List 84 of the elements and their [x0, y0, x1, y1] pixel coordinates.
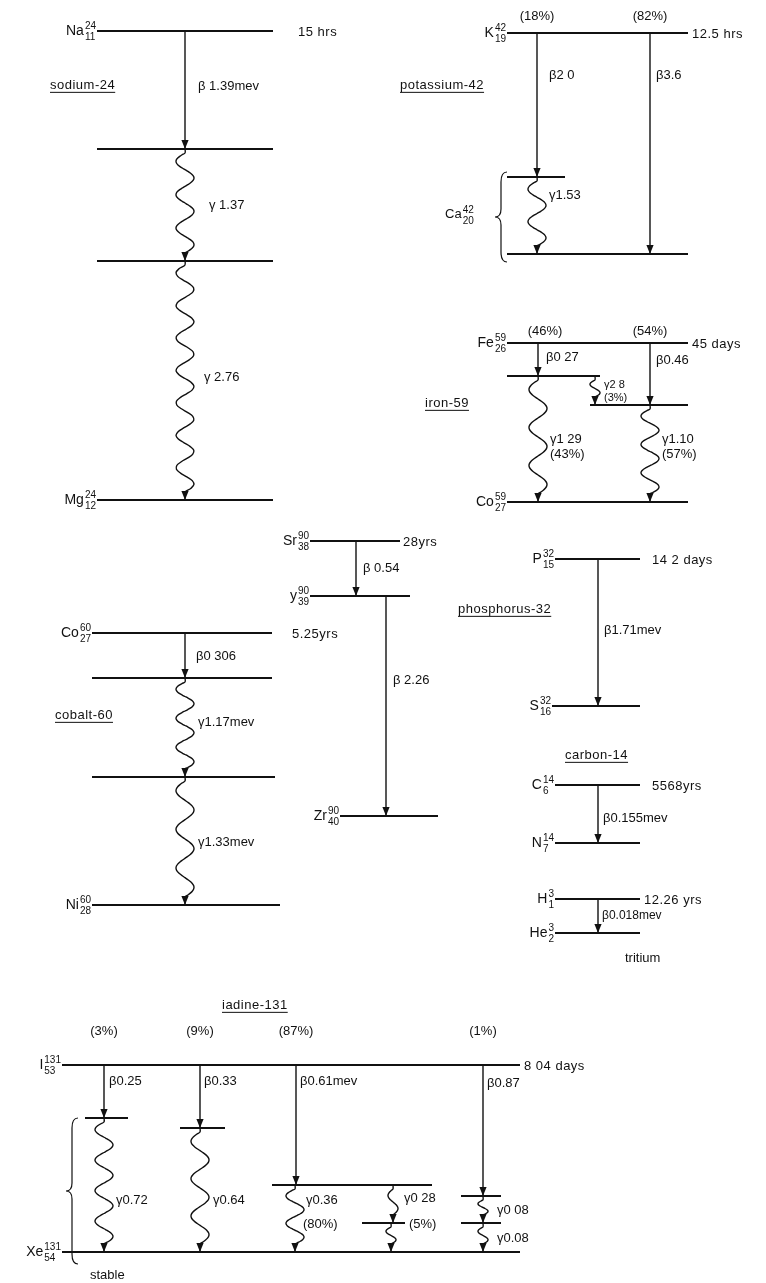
half-life-label: 45 days	[692, 335, 742, 351]
half-life-label: 28yrs	[403, 533, 438, 549]
branch-percentage: (9%)	[186, 1023, 214, 1039]
wavy-arrow	[640, 404, 660, 503]
wavy-arrow	[385, 1222, 397, 1253]
arrow	[100, 1064, 108, 1119]
wavy-arrow	[175, 677, 195, 778]
edge-label: β2 0	[548, 67, 576, 83]
edge-label: γ0.36	[305, 1192, 339, 1208]
arrow	[594, 558, 602, 707]
wavy-arrow	[175, 148, 195, 262]
isotope-name: phosphorus-32	[458, 601, 552, 617]
edge-label: γ0.08	[496, 1230, 530, 1246]
edge-label: β0 306	[195, 648, 237, 664]
edge-label: β0 27	[545, 349, 580, 365]
arrow	[594, 898, 602, 934]
branch-percentage: (3%)	[90, 1023, 118, 1039]
arrow	[352, 540, 360, 597]
isotope-name: carbon-14	[565, 747, 629, 763]
edge-label: γ0 08	[496, 1202, 530, 1218]
wavy-arrow	[190, 1127, 210, 1253]
edge-label: γ 1.37	[208, 197, 246, 213]
isotope-name: sodium-24	[50, 77, 116, 93]
wavy-arrow	[528, 375, 548, 503]
half-life-label: 8 04 days	[524, 1057, 585, 1073]
half-life-label: 12.26 yrs	[644, 891, 702, 907]
arrow	[646, 342, 654, 406]
edge-label: β0.018mev	[601, 909, 663, 923]
wavy-arrow	[175, 260, 195, 501]
edge-label: γ1.33mev	[197, 834, 256, 850]
wavy-arrow	[527, 176, 547, 255]
half-life-label: 15 hrs	[298, 23, 338, 39]
wavy-arrow	[285, 1184, 305, 1253]
branch-percentage: (1%)	[469, 1023, 497, 1039]
isotope-name: potassium-42	[400, 77, 485, 93]
arrow	[181, 632, 189, 679]
half-life-label: 12.5 hrs	[692, 25, 743, 41]
edge-label: β1.71mev	[603, 622, 663, 638]
isotope-name: cobalt-60	[55, 707, 113, 723]
edge-label: γ0 28	[403, 1190, 437, 1206]
branch-percentage: (46%)	[527, 323, 563, 339]
branch-percentage: (5%)	[409, 1216, 437, 1232]
arrow	[196, 1064, 204, 1129]
isotope-name: iron-59	[425, 395, 469, 411]
arrow	[181, 30, 189, 150]
isotope-name: iadine-131	[222, 997, 288, 1013]
arrow	[533, 32, 541, 178]
wavy-arrow	[477, 1222, 489, 1253]
edge-label: γ0.72	[115, 1192, 149, 1208]
edge-label: β 1.39mev	[197, 78, 260, 94]
edge-label: β0.46	[655, 352, 690, 368]
edge-label: γ0.64	[212, 1192, 246, 1208]
wavy-arrow	[477, 1195, 489, 1224]
edge-label: β 0.54	[362, 560, 401, 576]
isotope-name: tritium	[625, 950, 661, 966]
edge-label: γ 2.76	[203, 369, 241, 385]
edge-label: β0.33	[203, 1073, 238, 1089]
edge-label: β0.61mev	[299, 1073, 359, 1089]
edge-label: γ1.17mev	[197, 714, 256, 730]
arrow	[646, 32, 654, 255]
edge-label: β0.87	[486, 1075, 521, 1091]
wavy-arrow	[387, 1184, 399, 1224]
branch-percentage: (18%)	[519, 8, 555, 24]
edge-label: β0.155mev	[602, 810, 669, 826]
half-life-label: 14 2 days	[652, 551, 713, 567]
wavy-arrow	[94, 1117, 114, 1253]
edge-label: β 2.26	[392, 672, 431, 688]
edge-label: β0.25	[108, 1073, 143, 1089]
branch-percentage: (82%)	[632, 8, 668, 24]
edge-label: β3.6	[655, 67, 683, 83]
arrow	[382, 595, 390, 817]
arrow	[292, 1064, 300, 1186]
wavy-arrow	[175, 776, 195, 906]
state-label: stable	[90, 1267, 125, 1283]
arrow	[534, 342, 542, 377]
branch-percentage: (87%)	[278, 1023, 314, 1039]
half-life-label: 5568yrs	[652, 777, 702, 793]
arrow	[479, 1064, 487, 1197]
wavy-arrow	[589, 375, 601, 406]
arrow	[594, 784, 602, 844]
edge-label: γ1.53	[548, 187, 582, 203]
branch-percentage: (54%)	[632, 323, 668, 339]
half-life-label: 5.25yrs	[292, 625, 339, 641]
branch-percentage: (80%)	[303, 1216, 338, 1232]
